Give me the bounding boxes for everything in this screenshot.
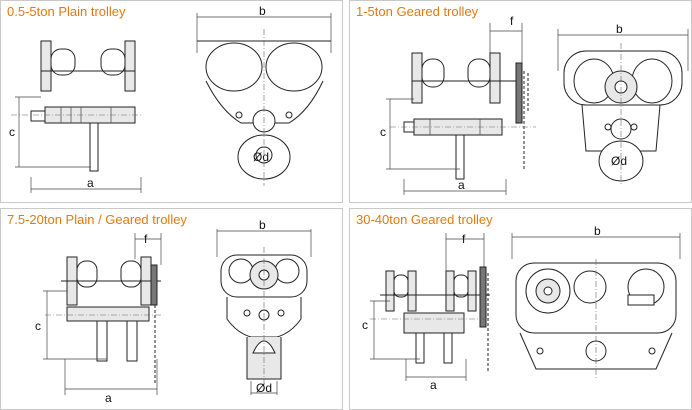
medium-trolley-drawing: f c a b (35, 218, 312, 405)
dim-label-a: a (87, 176, 94, 190)
dim-label-b: b (259, 4, 266, 18)
dim-label-d: Ød (256, 381, 272, 395)
panel-plain-trolley-small: 0.5-5ton Plain trolley c a (0, 0, 343, 203)
front-view: b (511, 224, 681, 379)
dim-label-c: c (380, 125, 386, 139)
large-trolley-drawing: f c a b (362, 224, 681, 392)
front-view: b Ød (216, 218, 312, 395)
dim-label-f: f (462, 232, 466, 246)
dim-label-a: a (458, 178, 465, 192)
dim-label-f: f (144, 232, 148, 246)
dim-label-b: b (259, 218, 266, 232)
panel-title: 0.5-5ton Plain trolley (7, 4, 126, 19)
panel-plain-geared-trolley-medium: 7.5-20ton Plain / Geared trolley f c (0, 208, 343, 410)
dim-label-b: b (594, 224, 601, 238)
front-view: b Ød (557, 22, 689, 186)
geared-trolley-drawing: f c a b Ød (380, 14, 689, 195)
dim-label-a: a (105, 391, 112, 405)
panel-title: 7.5-20ton Plain / Geared trolley (7, 212, 187, 227)
side-view: c a (9, 40, 142, 193)
dim-label-c: c (35, 319, 41, 333)
dim-label-d: Ød (253, 150, 269, 164)
dim-label-a: a (430, 378, 437, 392)
panel-geared-trolley-large: 30-40ton Geared trolley f c (349, 208, 692, 410)
dim-label-d: Ød (611, 154, 627, 168)
side-view: f c a (35, 232, 162, 405)
dim-label-c: c (362, 318, 368, 332)
dim-label-b: b (616, 22, 623, 36)
side-view: f c a (362, 232, 490, 392)
panel-geared-trolley-small: 1-5ton Geared trolley f c (349, 0, 692, 203)
panel-title: 30-40ton Geared trolley (356, 212, 493, 227)
panel-title: 1-5ton Geared trolley (356, 4, 479, 19)
dim-label-c: c (9, 125, 15, 139)
front-view: b Ød (196, 4, 332, 186)
side-view: f c a (380, 14, 536, 195)
dim-label-f: f (510, 14, 514, 28)
plain-trolley-drawing: c a b Ød (9, 4, 332, 193)
